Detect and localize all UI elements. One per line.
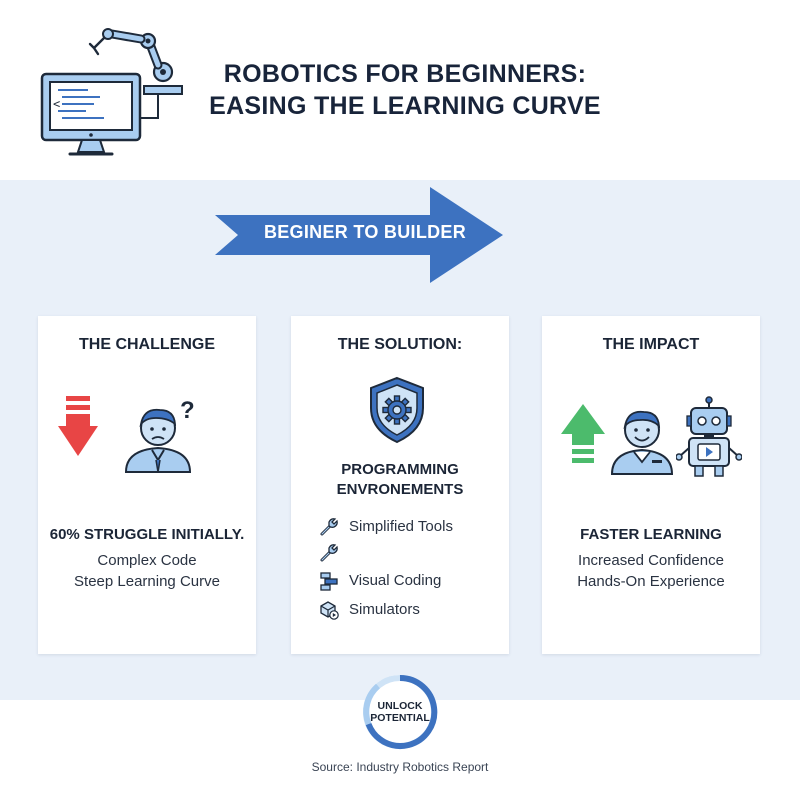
- badge-line2: POTENTIAL: [370, 712, 430, 724]
- svg-text:?: ?: [180, 397, 195, 424]
- unlock-potential-badge: [363, 674, 438, 749]
- badge-line1: UNLOCK: [377, 700, 423, 712]
- impact-detail-1: Increased Confidence: [578, 552, 724, 569]
- solution-subheading-line2: ENVRONEMENTS: [336, 481, 464, 498]
- challenge-card: THE CHALLENGE ? 60% STRUGGLE INITIALLY. …: [38, 316, 256, 654]
- svg-text:<: <: [53, 97, 60, 111]
- impact-stat: FASTER LEARNING: [580, 526, 722, 543]
- source-note: Source: Industry Robotics Report: [311, 760, 489, 774]
- wrench-icon: [320, 544, 338, 562]
- page-title-line1: ROBOTICS FOR BEGINNERS:: [223, 60, 587, 88]
- cube-play-icon: [320, 601, 339, 620]
- tool-item-wrench: [319, 542, 499, 564]
- tool-label: Simplified Tools: [349, 518, 453, 535]
- shield-gear-icon: [370, 376, 424, 444]
- impact-title: THE IMPACT: [602, 336, 700, 353]
- wrench-icon: [320, 518, 338, 536]
- robot-icon: [676, 396, 742, 477]
- page-title-line2: EASING THE LEARNING CURVE: [209, 92, 601, 120]
- challenge-title: THE CHALLENGE: [79, 336, 215, 353]
- tool-item-visual-coding: Visual Coding: [319, 570, 499, 592]
- confused-person-icon: ?: [124, 397, 195, 473]
- solution-title: THE SOLUTION:: [337, 336, 463, 353]
- banner-arrow: [215, 187, 503, 283]
- tool-item-simulators: Simulators: [319, 599, 499, 621]
- challenge-detail-1: Complex Code: [97, 552, 197, 569]
- tool-label: Visual Coding: [349, 572, 442, 589]
- tool-item-simplified-tools: Simplified Tools: [319, 516, 499, 538]
- badge-label: UNLOCK POTENTIAL: [360, 700, 440, 724]
- happy-person-icon: [610, 410, 674, 475]
- impact-card: THE IMPACT FASTER LEARNING Increa: [542, 316, 760, 654]
- green-up-arrow-icon: [561, 404, 605, 463]
- robotic-arm-computer-icon: <: [40, 28, 183, 156]
- tool-label: Simulators: [349, 601, 420, 618]
- challenge-stat: 60% STRUGGLE INITIALLY.: [49, 526, 245, 543]
- challenge-detail-2: Steep Learning Curve: [74, 573, 220, 590]
- solution-card: THE SOLUTION: PROGRAMMING ENVRONEMENTS S…: [291, 316, 509, 654]
- header: < ROBOTICS FOR BEGINNERS: EASING THE LEA…: [0, 0, 800, 180]
- solution-subheading-line1: PROGRAMMING: [341, 461, 459, 478]
- blocks-icon: [320, 572, 338, 591]
- impact-detail-2: Hands-On Experience: [577, 573, 725, 590]
- banner-label: BEGINER TO BUILDER: [263, 222, 467, 242]
- red-down-arrow-icon: [58, 396, 98, 456]
